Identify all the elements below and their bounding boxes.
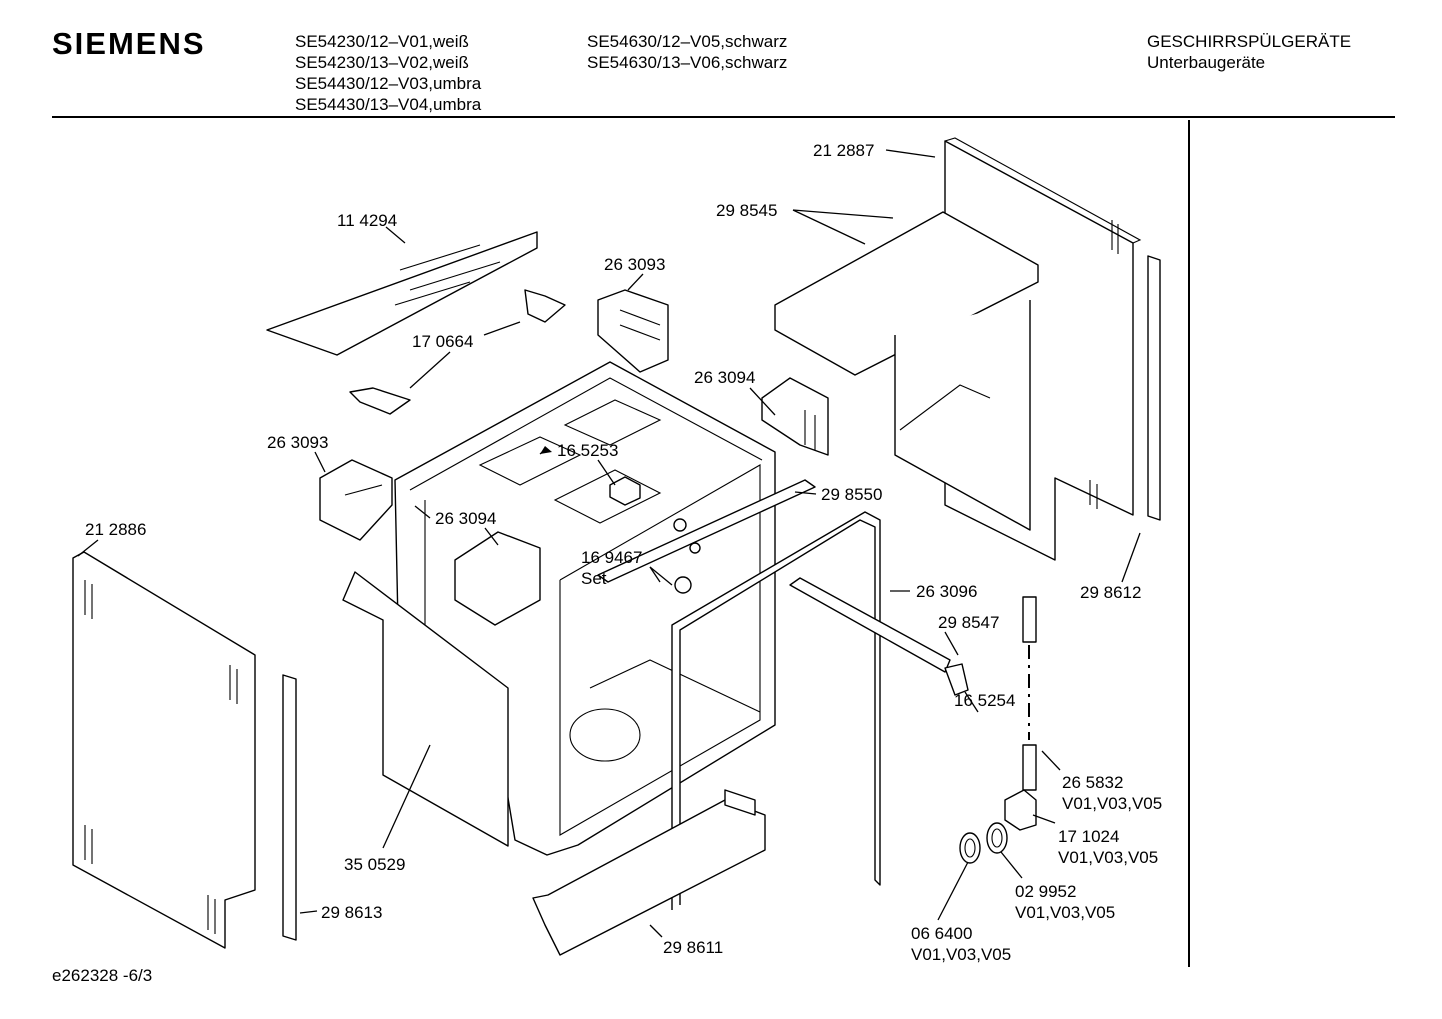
mounting-bracket xyxy=(349,289,566,415)
part-label: 02 9952 xyxy=(1015,882,1077,901)
drain-hose xyxy=(1022,596,1037,791)
top-latch xyxy=(609,476,641,506)
part-label: 26 5832 xyxy=(1062,773,1124,792)
model-line: SE54630/13–V06,schwarz xyxy=(587,53,788,72)
part-label: 21 2886 xyxy=(85,520,147,539)
sealing-ring xyxy=(986,822,1008,854)
holder-clip-left xyxy=(319,459,393,541)
part-label: 26 3094 xyxy=(694,368,756,387)
category-title: GESCHIRRSPÜLGERÄTE xyxy=(1147,32,1352,51)
part-label: 21 2887 xyxy=(813,141,875,160)
leader-lines xyxy=(77,149,1141,938)
part-label: 16 5253 xyxy=(557,441,619,460)
side-strip-right xyxy=(1147,255,1161,521)
part-label: 29 8611 xyxy=(663,938,724,957)
model-line: SE54230/12–V01,weiß xyxy=(295,32,469,51)
side-panel-left xyxy=(72,551,256,949)
model-line: SE54230/13–V02,weiß xyxy=(295,53,469,72)
drawing-id: e262328 -6/3 xyxy=(52,966,153,985)
front-panel xyxy=(342,571,509,847)
part-label: V01,V03,V05 xyxy=(1015,903,1116,922)
part-label: 26 3094 xyxy=(435,509,497,528)
part-label: 16 5254 xyxy=(954,691,1016,710)
part-label: 29 8545 xyxy=(716,201,778,220)
holder-clip-upper xyxy=(597,289,669,373)
category-subtitle: Unterbaugeräte xyxy=(1147,53,1266,72)
part-label: 06 6400 xyxy=(911,924,973,943)
model-line: SE54430/13–V04,umbra xyxy=(295,95,482,114)
part-label: 29 8613 xyxy=(321,903,383,922)
part-label: V01,V03,V05 xyxy=(911,945,1012,964)
protective-film xyxy=(266,231,538,356)
part-label: 26 3093 xyxy=(267,433,329,452)
part-label: V01,V03,V05 xyxy=(1062,794,1163,813)
part-label: 17 1024 xyxy=(1058,827,1120,846)
arrow-marker xyxy=(540,446,552,454)
part-label: 29 8550 xyxy=(821,485,883,504)
part-label: 26 3096 xyxy=(916,582,978,601)
part-label: V01,V03,V05 xyxy=(1058,848,1159,867)
nut-ring xyxy=(959,832,981,864)
brand-logo: SIEMENS xyxy=(52,26,206,61)
hose-connector xyxy=(1004,789,1037,831)
part-label: 16 9467 xyxy=(581,548,643,567)
part-label: 11 4294 xyxy=(337,211,398,230)
top-cover-plate xyxy=(774,211,1039,531)
base-plinth xyxy=(532,789,766,956)
model-line: SE54630/12–V05,schwarz xyxy=(587,32,788,51)
part-label: 29 8612 xyxy=(1080,583,1142,602)
part-label: Set xyxy=(581,569,607,588)
hinge-set xyxy=(673,518,701,594)
model-line: SE54430/12–V03,umbra xyxy=(295,74,482,93)
top-sealing-strip xyxy=(597,479,816,583)
guide-rail xyxy=(789,577,969,696)
part-label: 29 8547 xyxy=(938,613,1000,632)
side-strip-left xyxy=(282,674,297,941)
part-label: 17 0664 xyxy=(412,332,474,351)
door-seal xyxy=(671,511,881,910)
part-label: 35 0529 xyxy=(344,855,406,874)
part-label: 26 3093 xyxy=(604,255,666,274)
holder-cover-upper xyxy=(761,377,829,456)
holder-cover-left xyxy=(454,531,541,626)
